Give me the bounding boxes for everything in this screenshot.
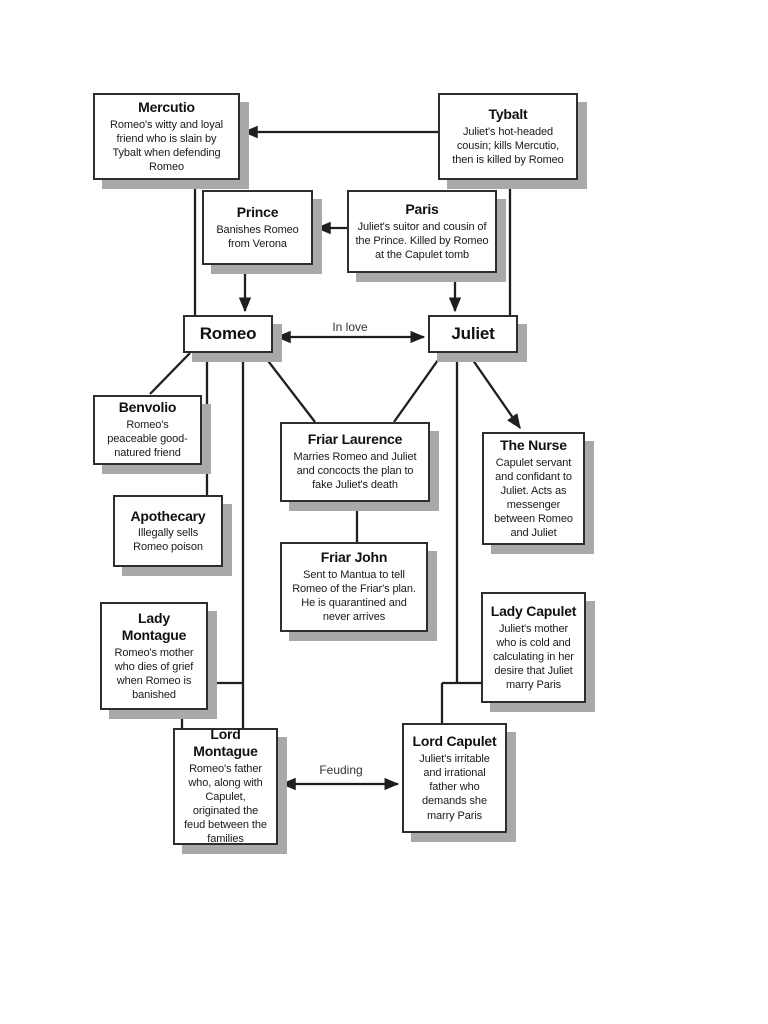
node-description: Juliet's irritable and irrational father… — [419, 753, 490, 822]
edge-label-in-love: In love — [332, 320, 368, 334]
node-lady-montague: Lady Montague Romeo's mother who dies of… — [100, 602, 208, 710]
edge-romeo-benvolio — [149, 352, 191, 395]
node-title: Friar Laurence — [307, 431, 403, 448]
edge-juliet-friar-laurence — [393, 352, 444, 423]
node-title: Juliet — [451, 323, 495, 343]
node-description: Romeo's witty and loyal friend who is sl… — [110, 118, 223, 173]
node-description: Juliet's mother who is cold and calculat… — [493, 622, 574, 692]
node-title: Friar John — [320, 549, 388, 566]
node-description: Banishes Romeo from Verona — [216, 223, 299, 250]
node-romeo: Romeo — [183, 315, 273, 353]
node-description: Capulet servant and confidant to Juliet.… — [494, 456, 573, 540]
node-friar-laurence: Friar Laurence Marries Romeo and Juliet … — [280, 422, 430, 502]
node-title: Prince — [236, 204, 279, 221]
node-benvolio: Benvolio Romeo's peaceable good-natured … — [93, 395, 202, 465]
node-title: Benvolio — [118, 399, 177, 416]
node-paris: Paris Juliet's suitor and cousin of the … — [347, 190, 497, 273]
node-the-nurse: The Nurse Capulet servant and confidant … — [482, 432, 585, 545]
node-tybalt: Tybalt Juliet's hot-headed cousin; kills… — [438, 93, 578, 180]
node-lady-capulet: Lady Capulet Juliet's mother who is cold… — [481, 592, 586, 703]
node-description: Romeo's father who, along with Capulet, … — [184, 763, 267, 846]
node-description: Romeo's peaceable good-natured friend — [107, 419, 188, 460]
node-title: Romeo — [199, 323, 257, 343]
node-lord-montague: Lord Montague Romeo's father who, along … — [173, 726, 278, 846]
node-title: Apothecary — [130, 507, 206, 524]
edge-juliet-the-nurse — [467, 352, 521, 430]
node-apothecary: Apothecary Illegally sells Romeo poison — [113, 495, 223, 567]
node-mercutio: Mercutio Romeo's witty and loyal friend … — [93, 93, 240, 180]
node-juliet: Juliet — [428, 315, 518, 353]
node-title: Lord Capulet — [412, 733, 497, 750]
node-title: Lord Montague — [193, 726, 258, 760]
node-title: Lady Capulet — [490, 602, 577, 619]
node-description: Sent to Mantua to tell Romeo of the Fria… — [292, 569, 416, 624]
node-title: Paris — [405, 200, 439, 217]
node-description: Juliet's suitor and cousin of the Prince… — [355, 220, 489, 261]
node-lord-capulet: Lord Capulet Juliet's irritable and irra… — [402, 723, 507, 833]
node-description: Juliet's hot-headed cousin; kills Mercut… — [452, 125, 564, 166]
edge-romeo-friar-laurence — [261, 352, 316, 423]
node-description: Romeo's mother who dies of grief when Ro… — [114, 646, 194, 701]
node-title: Lady Montague — [121, 610, 187, 643]
node-title: Mercutio — [138, 98, 195, 115]
node-description: Marries Romeo and Juliet and concocts th… — [293, 451, 417, 492]
node-description: Illegally sells Romeo poison — [133, 527, 203, 554]
node-prince: Prince Banishes Romeo from Verona — [202, 190, 313, 265]
node-title: The Nurse — [500, 436, 567, 453]
node-title: Tybalt — [488, 105, 528, 122]
edge-label-feuding: Feuding — [319, 763, 363, 777]
node-friar-john: Friar John Sent to Mantua to tell Romeo … — [280, 542, 428, 632]
